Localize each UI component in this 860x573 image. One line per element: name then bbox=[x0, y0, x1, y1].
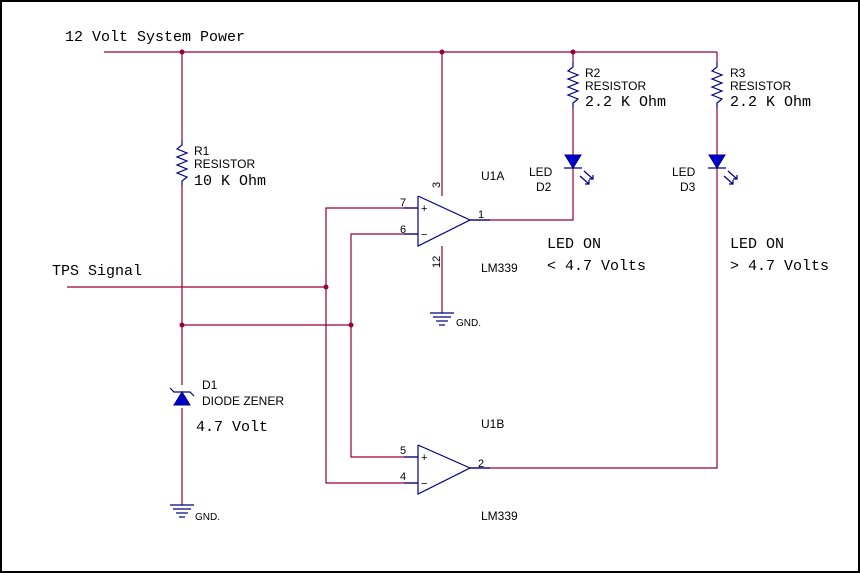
u1b-minus-sign: − bbox=[421, 478, 427, 490]
d2-led-label: LED bbox=[529, 165, 553, 179]
r3-value-label: 2.2 K Ohm bbox=[730, 94, 811, 111]
u1a-minus-sign: − bbox=[421, 229, 427, 241]
u1b-comparator-symbol bbox=[404, 444, 490, 495]
u1a-output-wire bbox=[470, 168, 574, 221]
r2-ref-label: R2 bbox=[585, 66, 601, 80]
u1a-gnd-label: GND. bbox=[456, 318, 481, 329]
u1a-ground-icon bbox=[430, 312, 454, 326]
d3-ref-label: D3 bbox=[680, 180, 696, 194]
u1a-pin-gnd-number: 12 bbox=[431, 256, 443, 268]
u1b-output-wire bbox=[470, 168, 718, 469]
tps-signal-label: TPS Signal bbox=[52, 263, 142, 280]
d1-gnd-label: GND. bbox=[195, 512, 220, 523]
r2-resistor-symbol bbox=[566, 62, 580, 108]
d2-ref-label: D2 bbox=[536, 180, 552, 194]
d1-zener-symbol bbox=[169, 387, 195, 406]
u1a-comparator-symbol bbox=[404, 195, 490, 247]
r3-type-label: RESISTOR bbox=[730, 79, 791, 93]
d1-ground-icon bbox=[170, 504, 194, 518]
wires bbox=[67, 51, 718, 505]
r1-resistor-symbol bbox=[175, 140, 189, 186]
u1a-plus-sign: + bbox=[421, 203, 427, 215]
junction-dot bbox=[179, 322, 185, 328]
u1a-pin-vcc-number: 3 bbox=[431, 182, 443, 188]
u1a-pin-minus-number: 6 bbox=[400, 224, 406, 236]
condition-label-2: > 4.7 Volts bbox=[730, 258, 829, 275]
u1b-plus-sign: + bbox=[421, 452, 427, 464]
r3-ref-label: R3 bbox=[730, 66, 746, 80]
condition-label-1: < 4.7 Volts bbox=[547, 258, 646, 275]
u1a-part-label: LM339 bbox=[481, 261, 518, 275]
u1b-pin-minus-number: 4 bbox=[400, 471, 406, 483]
r1-value-label: 10 K Ohm bbox=[194, 173, 266, 190]
u1a-ref-label: U1A bbox=[481, 169, 504, 183]
d2-led-symbol bbox=[564, 154, 594, 185]
d1-value-label: 4.7 Volt bbox=[196, 419, 268, 436]
d1-type-label: DIODE ZENER bbox=[202, 394, 284, 408]
junction-dot bbox=[570, 49, 576, 55]
reference-node-wire bbox=[182, 233, 418, 326]
junctions bbox=[179, 49, 576, 328]
reference-to-u1b-plus-wire bbox=[350, 325, 418, 458]
d3-led-symbol bbox=[708, 154, 738, 185]
junction-dot bbox=[439, 49, 445, 55]
tps-to-u1b-minus-wire bbox=[325, 287, 418, 484]
r3-resistor-symbol bbox=[710, 62, 724, 108]
u1b-ref-label: U1B bbox=[481, 417, 504, 431]
d3-led-label: LED bbox=[672, 165, 696, 179]
r1-ref-label: R1 bbox=[194, 144, 210, 158]
u1b-pin-plus-number: 5 bbox=[400, 445, 406, 457]
u1a-pin-out-number: 1 bbox=[478, 209, 484, 221]
u1b-part-label: LM339 bbox=[481, 509, 518, 523]
led-on-label-1: LED ON bbox=[547, 236, 601, 253]
junction-dot bbox=[348, 322, 354, 328]
led-on-label-2: LED ON bbox=[730, 236, 784, 253]
power-rail-label: 12 Volt System Power bbox=[65, 29, 245, 46]
tps-to-u1a-plus-wire bbox=[325, 207, 418, 287]
u1b-pin-out-number: 2 bbox=[478, 458, 484, 470]
junction-dot bbox=[323, 284, 329, 290]
r1-type-label: RESISTOR bbox=[194, 157, 255, 171]
r2-value-label: 2.2 K Ohm bbox=[585, 94, 666, 111]
r2-type-label: RESISTOR bbox=[585, 79, 646, 93]
u1a-pin-plus-number: 7 bbox=[400, 197, 406, 209]
d1-ref-label: D1 bbox=[202, 378, 218, 392]
junction-dot bbox=[179, 49, 185, 55]
